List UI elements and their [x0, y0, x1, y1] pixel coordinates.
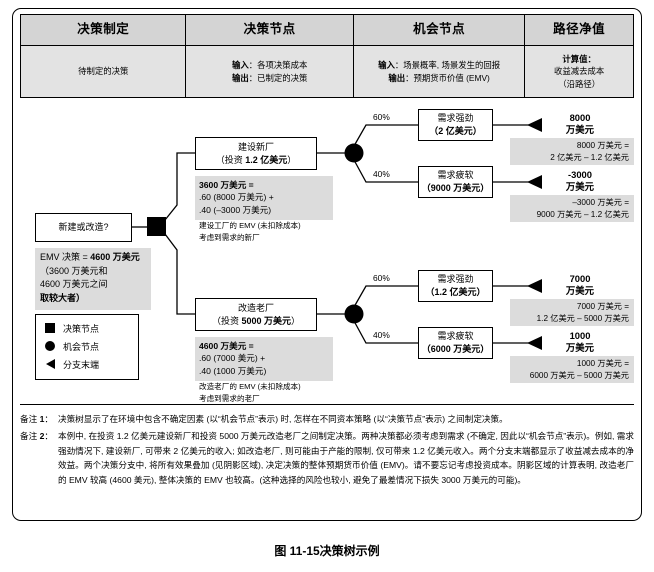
decision-tree-canvas: 新建或改造? EMV 决策 = 4600 万美元 （3600 万美元和 4600…	[20, 100, 634, 403]
net-calc-weak-demand-old: 1000 万美元 = 6000 万美元 – 5000 万美元	[510, 356, 634, 383]
header-io-line: 输出：预期货币价值 (EMV)	[388, 72, 490, 83]
outcome-box-weak-demand-new[interactable]: 需求疲软 （9000 万美元）	[418, 166, 493, 198]
header-body-path-net-value: 计算值： 收益减去成本 （沿路径）	[525, 46, 633, 97]
emv-term-2: .40 (1000 万美元)	[199, 365, 267, 376]
emv-value: 4600 万美元	[90, 252, 140, 262]
figure-outer-frame	[12, 8, 642, 521]
header-body-row: 待制定的决策 输入：各项决策成本 输出：已制定的决策 输入：场景概率, 场景发生…	[21, 45, 633, 97]
emv-note-build-2: 考虑到需求的新厂	[199, 233, 260, 242]
net-value-strong-demand-new: 8000 万美元	[565, 112, 595, 135]
net-value-strong-demand-old: 7000 万美元	[565, 273, 595, 296]
triangle-icon	[42, 359, 58, 369]
header-title-row: 决策制定 决策节点 机会节点 路径净值	[21, 15, 633, 45]
net-value-weak-demand-old: 1000 万美元	[565, 330, 595, 353]
probability-strong-demand-old: 60%	[373, 273, 390, 283]
header-io-line: 输出：已制定的决策	[231, 72, 308, 83]
branch-end-triangle	[527, 175, 542, 189]
note-2-body: 本例中, 在投资 1.2 亿美元建设新厂和投资 5000 万美元改造老厂之间制定…	[57, 430, 634, 486]
emv-note-upgrade-2: 考虑到需求的老厂	[199, 394, 260, 403]
header-calc-line: 收益减去成本	[554, 66, 605, 77]
decision-box-line2: （投资 5000 万美元）	[211, 315, 301, 326]
net-calc-strong-demand-old: 7000 万美元 = 1.2 亿美元 – 5000 万美元	[510, 299, 634, 326]
outcome-box-strong-demand-old[interactable]: 需求强劲 （1.2 亿美元）	[418, 270, 493, 302]
emv-line4: 取较大者）	[40, 292, 86, 303]
emv-note-upgrade-1: 改造老厂的 EMV (未扣除成本)	[199, 382, 301, 391]
emv-total: 3600 万美元 =	[199, 180, 254, 190]
outcome-line1: 需求强劲	[437, 274, 474, 285]
outcome-line1: 需求疲软	[437, 170, 474, 181]
chance-circle-node	[344, 143, 364, 163]
probability-weak-demand-new: 40%	[373, 169, 390, 179]
legend-item-chance-node: 机会节点	[42, 337, 132, 355]
emv-shade-upgrade-old-plant: 4600 万美元 = .60 (7000 美元) + .40 (1000 万美元…	[195, 337, 333, 381]
branch-end-triangle	[527, 118, 542, 132]
net-calc-weak-demand-new: –3000 万美元 = 9000 万美元 – 1.2 亿美元	[510, 195, 634, 222]
header-io-line: 输入：各项决策成本	[231, 60, 308, 71]
probability-weak-demand-old: 40%	[373, 330, 390, 340]
outcome-box-weak-demand-old[interactable]: 需求疲软 （6000 万美元）	[418, 327, 493, 359]
note-1: 备注 1： 决策树显示了在环境中包含不确定因素 (以“机会节点”表示) 时, 怎…	[20, 412, 634, 427]
outcome-box-strong-demand-new[interactable]: 需求强劲 （2 亿美元）	[418, 109, 493, 141]
decision-box-build-new-plant[interactable]: 建设新厂 （投资 1.2 亿美元）	[195, 137, 317, 170]
header-body-decision-node: 输入：各项决策成本 输出：已制定的决策	[186, 46, 354, 97]
header-body-decision-making: 待制定的决策	[21, 46, 187, 97]
header-col-decision-node: 决策节点	[186, 15, 354, 45]
branch-end-triangle	[527, 336, 542, 350]
chance-circle-node	[344, 304, 364, 324]
decision-box-line1: 改造老厂	[237, 302, 274, 313]
root-emv-block: EMV 决策 = 4600 万美元 （3600 万美元和 4600 万美元之间 …	[35, 248, 151, 310]
emv-line3: 4600 万美元之间	[40, 279, 108, 289]
emv-term-1: .60 (7000 美元) +	[199, 353, 266, 364]
note-2: 备注 2： 本例中, 在投资 1.2 亿美元建设新厂和投资 5000 万美元改造…	[20, 429, 634, 488]
net-calc-strong-demand-new: 8000 万美元 = 2 亿美元 – 1.2 亿美元	[510, 138, 634, 165]
emv-shade-build-new-plant: 3600 万美元 = .60 (8000 万美元) + .40 (–3000 万…	[195, 176, 333, 220]
square-icon	[42, 323, 58, 333]
legend-label: 决策节点	[63, 323, 100, 334]
outcome-line1: 需求疲软	[437, 331, 474, 342]
tree-connector-lines	[131, 118, 542, 350]
legend-label: 机会节点	[63, 341, 100, 352]
header-calc-line: （沿路径）	[558, 78, 601, 89]
figure-caption: 图 11-15决策树示例	[274, 544, 380, 558]
header-table: 决策制定 决策节点 机会节点 路径净值 待制定的决策 输入：各项决策成本 输出	[20, 14, 634, 98]
legend-item-decision-node: 决策节点	[42, 319, 132, 337]
root-decision-box[interactable]: 新建或改造?	[35, 213, 132, 242]
branch-end-triangle	[527, 279, 542, 293]
outcome-line2: （9000 万美元）	[421, 183, 490, 193]
header-col-decision-making: 决策制定	[21, 15, 187, 45]
legend-label: 分支末端	[63, 359, 100, 370]
tree-legend: 决策节点 机会节点 分支末端	[35, 314, 139, 380]
emv-total: 4600 万美元 =	[199, 341, 254, 351]
header-col-chance-node: 机会节点	[354, 15, 526, 45]
outcome-line2: （1.2 亿美元）	[425, 287, 486, 297]
note-1-body: 决策树显示了在环境中包含不确定因素 (以“机会节点”表示) 时, 怎样在不同资本…	[57, 414, 508, 424]
legend-item-branch-end: 分支末端	[42, 355, 132, 373]
header-calc-label: 计算值：	[562, 54, 596, 65]
decision-box-line1: 建设新厂	[237, 141, 274, 152]
decision-box-upgrade-old-plant[interactable]: 改造老厂 （投资 5000 万美元）	[195, 298, 317, 331]
emv-term-1: .60 (8000 万美元) +	[199, 192, 274, 203]
net-value-weak-demand-new: -3000 万美元	[565, 169, 595, 192]
outcome-line2: （2 亿美元）	[429, 126, 482, 136]
probability-strong-demand-new: 60%	[373, 112, 390, 122]
decision-box-line2: （投资 1.2 亿美元）	[215, 154, 297, 165]
emv-line2: （3600 万美元和	[40, 265, 108, 276]
header-body-text-0: 待制定的决策	[78, 66, 129, 77]
emv-note-build-1: 建设工厂的 EMV (未扣除成本)	[199, 221, 301, 230]
circle-icon	[42, 341, 58, 351]
emv-term-2: .40 (–3000 万美元)	[199, 204, 272, 215]
header-col-path-net-value: 路径净值	[553, 22, 606, 37]
outcome-line2: （6000 万美元）	[421, 344, 490, 354]
header-body-chance-node: 输入：场景概率, 场景发生的回报 输出：预期货币价值 (EMV)	[354, 46, 526, 97]
header-io-line: 输入：场景概率, 场景发生的回报	[378, 60, 501, 71]
figure-notes: 备注 1： 决策树显示了在环境中包含不确定因素 (以“机会节点”表示) 时, 怎…	[20, 404, 634, 490]
emv-label: EMV 决策 =	[40, 252, 91, 262]
outcome-line1: 需求强劲	[437, 113, 474, 124]
decision-square-node	[147, 217, 166, 236]
